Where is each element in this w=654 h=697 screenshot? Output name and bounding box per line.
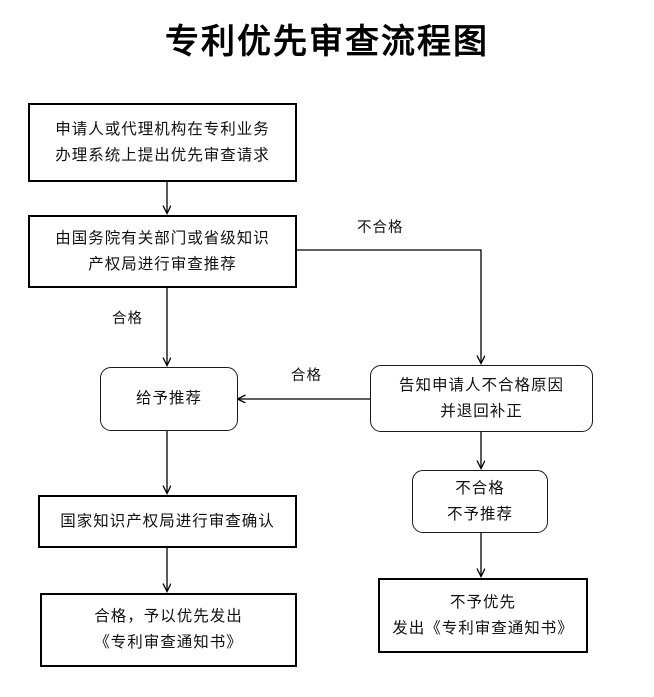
- node-apply[interactable]: 申请人或代理机构在专利业务 办理系统上提出优先审查请求: [28, 103, 297, 182]
- edge-label-pass-return: 合格: [291, 368, 322, 384]
- edge-label-pass-branch: 合格: [112, 311, 143, 327]
- node-cnipa-confirm-line-1: 国家知识产权局进行审查确认: [60, 512, 275, 530]
- node-not-qualified[interactable]: 不合格 不予推荐: [412, 470, 548, 533]
- node-apply-line-1: 申请人或代理机构在专利业务: [55, 120, 270, 138]
- edge-label-fail-branch: 不合格: [357, 220, 404, 236]
- node-notify-applicant[interactable]: 告知申请人不合格原因 并退回补正: [370, 365, 593, 432]
- node-no-priority-notice-line-1: 不予优先: [449, 593, 516, 611]
- node-give-recommend-line-1: 给予推荐: [135, 390, 202, 407]
- node-review-recommend-line-1: 由国务院有关部门或省级知识: [55, 229, 270, 247]
- connector-review-to-notify: [297, 249, 481, 363]
- node-notify-applicant-line-1: 告知申请人不合格原因: [398, 376, 564, 394]
- node-give-recommend[interactable]: 给予推荐: [100, 367, 238, 431]
- node-cnipa-confirm[interactable]: 国家知识产权局进行审查确认: [38, 495, 297, 548]
- node-review-recommend[interactable]: 由国务院有关部门或省级知识 产权局进行审查推荐: [28, 215, 297, 288]
- node-not-qualified-line-1: 不合格: [455, 479, 505, 497]
- node-notify-applicant-line-2: 并退回补正: [440, 402, 523, 420]
- page-title: 专利优先审查流程图: [165, 24, 489, 61]
- node-qualified-notice-line-1: 合格，予以优先发出: [94, 608, 243, 625]
- node-qualified-notice-line-2: 《专利审查通知书》: [94, 634, 243, 651]
- node-no-priority-notice[interactable]: 不予优先 发出《专利审查通知书》: [378, 578, 588, 653]
- node-review-recommend-line-2: 产权局进行审查推荐: [88, 255, 237, 273]
- node-qualified-notice[interactable]: 合格，予以优先发出 《专利审查通知书》: [40, 593, 297, 667]
- node-apply-line-2: 办理系统上提出优先审查请求: [55, 146, 270, 164]
- node-not-qualified-line-2: 不予推荐: [446, 505, 513, 523]
- node-no-priority-notice-line-2: 发出《专利审查通知书》: [392, 619, 574, 637]
